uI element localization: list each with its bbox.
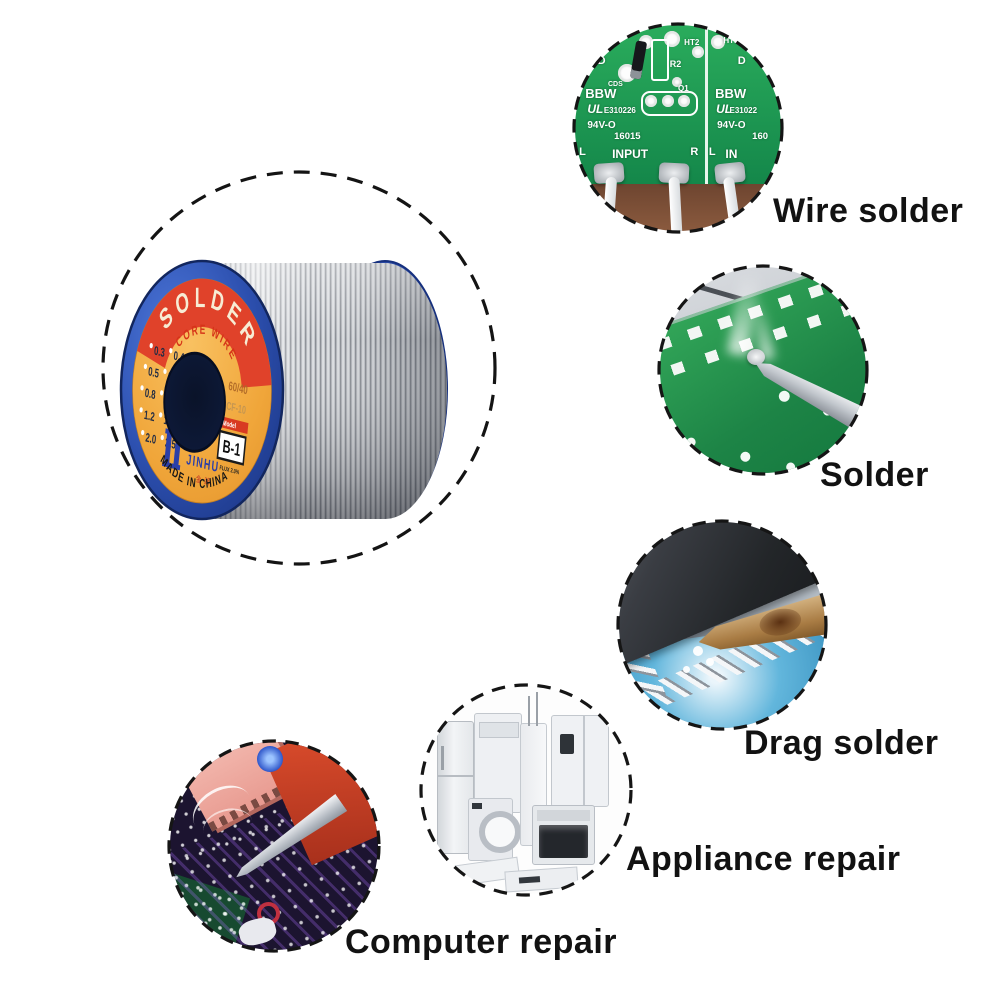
spec-code: CF-10 bbox=[226, 400, 247, 418]
pcb-marking: E310226 bbox=[603, 106, 636, 116]
appliance-repair-photo bbox=[417, 681, 635, 899]
solder-shine bbox=[705, 657, 714, 666]
ul-logo: UL bbox=[587, 102, 604, 117]
pcb-marking: 94V-O bbox=[717, 119, 746, 131]
wire-solder-label: Wire solder bbox=[773, 192, 964, 230]
alloy-ratio: 60/40 bbox=[228, 380, 249, 398]
oven-window bbox=[539, 825, 588, 858]
oven bbox=[532, 804, 595, 865]
svg-text:0.5: 0.5 bbox=[148, 366, 160, 382]
pcb-marking: L bbox=[579, 145, 586, 158]
svg-text:0.8: 0.8 bbox=[144, 387, 156, 403]
svg-text:2.0: 2.0 bbox=[145, 432, 157, 448]
pcb-marking: 94V-O bbox=[587, 119, 616, 131]
model-number: B-1 bbox=[222, 436, 242, 461]
solder-spool-photo: SOLDER CORE WIRE 0.3 0.4 0.5 0.6 0.8 1.0… bbox=[101, 170, 497, 566]
label-red-band bbox=[137, 278, 272, 388]
drag-solder-scene: T9727EAI 1C4Z3AF bbox=[619, 522, 825, 728]
washer-control-panel bbox=[478, 721, 520, 738]
spool-center-hole bbox=[163, 351, 226, 453]
model-tag-text: Model bbox=[222, 419, 236, 431]
model-box bbox=[216, 429, 247, 466]
drag-solder-label: Drag solder bbox=[744, 724, 939, 762]
solder-joint-dot bbox=[739, 450, 753, 464]
pcb-marking: E31022 bbox=[729, 106, 758, 116]
computer-repair-photo bbox=[165, 737, 383, 955]
solder-pad bbox=[645, 95, 658, 108]
board-divider-line bbox=[704, 25, 708, 184]
computer-scene bbox=[170, 742, 378, 950]
pcb-marking: 160 bbox=[752, 131, 769, 143]
dvd-player bbox=[504, 866, 579, 893]
antenna-rod bbox=[536, 692, 539, 726]
pcb-marking: D bbox=[597, 54, 606, 67]
washer-display bbox=[472, 802, 483, 809]
fridge-door-split bbox=[582, 716, 585, 806]
pcb-marking: IN bbox=[725, 146, 738, 161]
svg-text:1.2: 1.2 bbox=[143, 409, 155, 425]
refrigerator-right bbox=[550, 715, 610, 807]
washer-door bbox=[479, 811, 522, 854]
solder-pad bbox=[678, 95, 690, 108]
fridge-display bbox=[560, 733, 574, 754]
solder-photo bbox=[655, 262, 871, 478]
spool-label: SOLDER CORE WIRE 0.3 0.4 0.5 0.6 0.8 1.0… bbox=[132, 269, 272, 504]
wire-solder-photo: D HT2 R2 CDS Q1 BBW UL E310226 94V-O 160… bbox=[570, 20, 786, 236]
dvd-front-panel bbox=[518, 875, 541, 884]
pcb-marking: HT2 bbox=[684, 38, 700, 48]
solder-joint-dot bbox=[685, 436, 698, 448]
pcb-marking: BBW bbox=[585, 85, 617, 101]
drag-solder-photo: T9727EAI 1C4Z3AF bbox=[614, 517, 830, 733]
pcb-marking: HT1 bbox=[723, 36, 739, 46]
solder-pad bbox=[661, 95, 674, 108]
pcb-marking: Q1 bbox=[678, 83, 689, 93]
pcb-marking: D bbox=[737, 54, 746, 67]
fridge-handle bbox=[441, 745, 445, 770]
solder-shine bbox=[682, 666, 690, 674]
antenna-rod bbox=[528, 696, 531, 726]
pcb-marking: INPUT bbox=[612, 146, 649, 161]
oven-control-bar bbox=[536, 810, 590, 821]
solder-label: Solder bbox=[820, 456, 929, 494]
iron-tip-oxide-spot bbox=[757, 606, 803, 640]
model-tag-chip bbox=[220, 416, 249, 434]
pcb-marking: R2 bbox=[669, 59, 682, 70]
wire-solder-scene: D HT2 R2 CDS Q1 BBW UL E310226 94V-O 160… bbox=[575, 25, 781, 231]
pcb-marking: BBW bbox=[715, 85, 747, 101]
solder-scene bbox=[660, 267, 866, 473]
solder-joint-dot bbox=[784, 461, 797, 473]
pcb-marking: 16015 bbox=[614, 131, 641, 143]
washing-machine bbox=[467, 798, 522, 861]
appliance-repair-label: Appliance repair bbox=[626, 840, 901, 878]
resistor-outline bbox=[651, 39, 670, 82]
svg-text:0.3: 0.3 bbox=[153, 345, 165, 361]
dashed-circle-main bbox=[101, 170, 497, 566]
computer-repair-label: Computer repair bbox=[345, 923, 617, 961]
appliance-scene bbox=[422, 686, 630, 894]
pcb-marking: R bbox=[690, 145, 699, 158]
solder-shine bbox=[693, 645, 704, 656]
fridge-door-split bbox=[437, 774, 473, 777]
pcb-marking: L bbox=[708, 145, 716, 158]
